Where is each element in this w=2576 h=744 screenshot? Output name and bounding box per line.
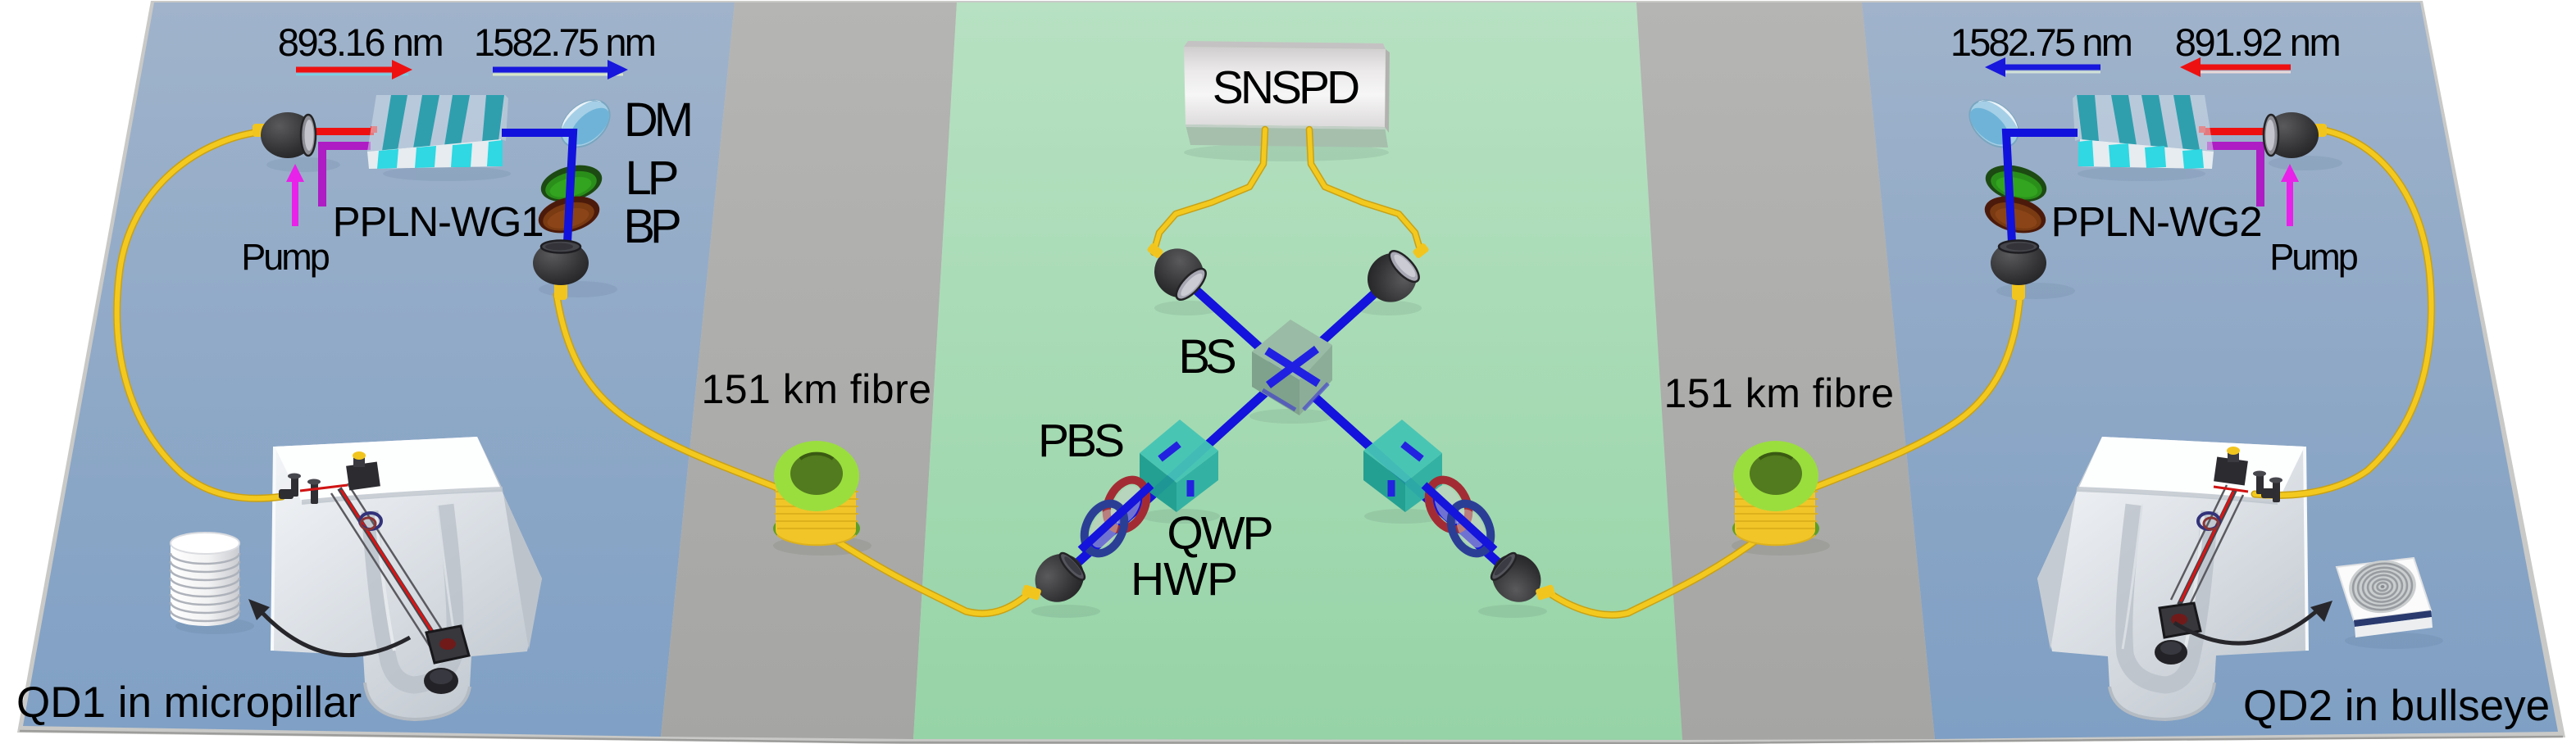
- svg-text:BP: BP: [623, 200, 680, 253]
- svg-text:151 km fibre: 151 km fibre: [1663, 370, 1894, 416]
- svg-text:LP: LP: [626, 152, 677, 205]
- svg-text:Pump: Pump: [2269, 236, 2358, 278]
- svg-text:BS: BS: [1178, 330, 1236, 383]
- svg-text:1582.75 nm: 1582.75 nm: [1950, 20, 2132, 64]
- svg-text:PPLN-WG2: PPLN-WG2: [2051, 198, 2262, 245]
- svg-text:QWP: QWP: [1167, 507, 1272, 560]
- svg-text:QD2 in bullseye: QD2 in bullseye: [2243, 682, 2550, 730]
- svg-text:151 km fibre: 151 km fibre: [701, 366, 931, 412]
- svg-text:PBS: PBS: [1038, 415, 1123, 467]
- svg-text:893.16 nm: 893.16 nm: [278, 20, 443, 64]
- svg-text:QD1 in micropillar: QD1 in micropillar: [16, 678, 362, 727]
- svg-text:DM: DM: [624, 93, 690, 147]
- svg-text:SNSPD: SNSPD: [1213, 61, 1359, 114]
- svg-text:PPLN-WG1: PPLN-WG1: [333, 198, 544, 245]
- svg-text:1582.75 nm: 1582.75 nm: [474, 20, 655, 64]
- svg-text:HWP: HWP: [1131, 553, 1237, 606]
- svg-text:891.92 nm: 891.92 nm: [2175, 20, 2340, 64]
- svg-text:Pump: Pump: [241, 236, 330, 278]
